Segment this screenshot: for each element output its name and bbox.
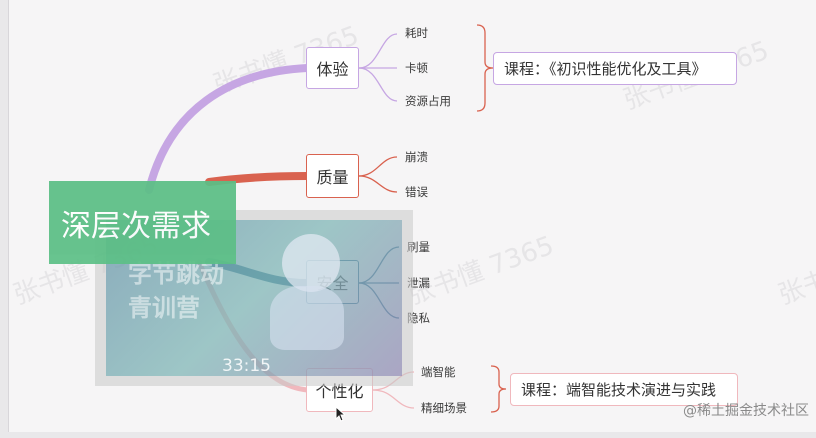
branch-connector-quality bbox=[205, 172, 311, 186]
mindmap-canvas[interactable]: 张书懂 7365 张书懂 7365 张书懂 7365 张书懂 7365 张书懂 … bbox=[8, 0, 816, 432]
branch-node-experience[interactable]: 体验 bbox=[306, 47, 359, 89]
branch-node-quality[interactable]: 质量 bbox=[306, 154, 359, 198]
video-title-line1: 字节跳动 bbox=[128, 260, 224, 288]
footer-watermark: @稀土掘金技术社区 bbox=[683, 403, 809, 419]
leaf-connectors-experience bbox=[358, 33, 398, 102]
leaf-item[interactable]: 崩溃 bbox=[405, 150, 428, 164]
astronaut-body-icon bbox=[270, 286, 344, 350]
root-node[interactable]: 深层次需求 bbox=[49, 181, 236, 264]
leaf-item[interactable]: 端智能 bbox=[421, 365, 456, 379]
video-timer: 33:15 bbox=[222, 356, 271, 376]
astronaut-helmet-icon bbox=[282, 234, 340, 292]
leaf-item[interactable]: 卡顿 bbox=[405, 61, 428, 75]
course-box-performance[interactable]: 课程：《初识性能优化及工具》 bbox=[493, 52, 737, 85]
course-brace-personalization bbox=[490, 365, 507, 413]
leaf-item[interactable]: 精细场景 bbox=[421, 401, 467, 415]
video-title-line2: 青训营 bbox=[128, 294, 200, 322]
branch-connector-experience bbox=[145, 64, 311, 194]
leaf-connectors-quality bbox=[358, 156, 398, 193]
leaf-item[interactable]: 资源占用 bbox=[405, 94, 451, 108]
course-brace-experience bbox=[476, 24, 494, 112]
course-box-edge-ai[interactable]: 课程：端智能技术演进与实践 bbox=[510, 373, 738, 406]
mouse-cursor-icon bbox=[335, 406, 345, 422]
leaf-item[interactable]: 错误 bbox=[405, 185, 428, 199]
leaf-item[interactable]: 耗时 bbox=[405, 26, 428, 40]
